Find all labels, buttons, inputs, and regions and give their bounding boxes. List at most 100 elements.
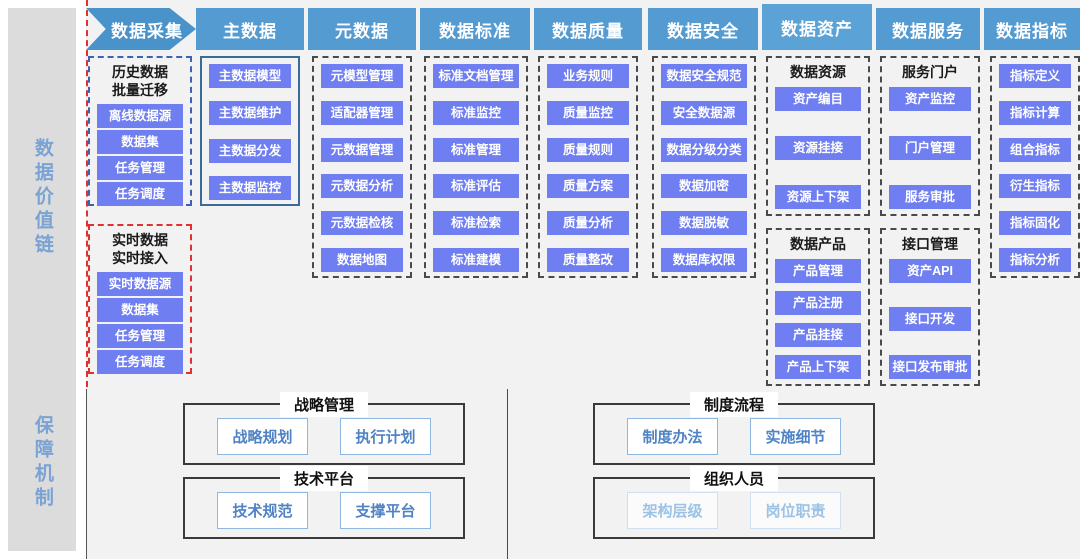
item-button[interactable]: 标准管理 bbox=[433, 137, 519, 162]
outline-button[interactable]: 执行计划 bbox=[340, 418, 431, 455]
item-button[interactable]: 数据加密 bbox=[661, 174, 747, 199]
group-master-data-0: 主数据模型主数据维护主数据分发主数据监控 bbox=[200, 56, 300, 206]
item-button[interactable]: 指标计算 bbox=[999, 100, 1071, 125]
group-title: 数据资源 bbox=[790, 64, 846, 80]
item-button[interactable]: 任务调度 bbox=[97, 182, 183, 206]
item-button[interactable]: 质量分析 bbox=[547, 211, 629, 236]
fieldset-frame: 组织人员架构层级岗位职责 bbox=[593, 466, 875, 539]
guarantee-box-tech-platform: 技术平台技术规范支撑平台 bbox=[183, 466, 465, 539]
item-button[interactable]: 主数据分发 bbox=[209, 138, 291, 163]
item-button[interactable]: 数据库权限 bbox=[661, 247, 747, 272]
group-metadata-0: 元模型管理适配器管理元数据管理元数据分析元数据检核数据地图 bbox=[312, 56, 412, 278]
item-button[interactable]: 主数据模型 bbox=[209, 64, 291, 88]
item-button[interactable]: 产品上下架 bbox=[775, 354, 861, 379]
item-button[interactable]: 资产编目 bbox=[775, 86, 861, 111]
item-button[interactable]: 数据地图 bbox=[321, 247, 403, 272]
red-dashed-rail bbox=[86, 0, 88, 387]
fieldset-frame: 制度流程制度办法实施细节 bbox=[593, 392, 875, 465]
item-button[interactable]: 质量整改 bbox=[547, 247, 629, 272]
item-button[interactable]: 组合指标 bbox=[999, 137, 1071, 162]
outline-button[interactable]: 实施细节 bbox=[750, 418, 841, 455]
item-button[interactable]: 产品注册 bbox=[775, 290, 861, 315]
tab-data-quality[interactable]: 数据质量 bbox=[534, 8, 642, 50]
outline-button[interactable]: 战略规划 bbox=[217, 418, 308, 455]
left-sidebar: 数据价值链 保障机制 bbox=[8, 8, 76, 551]
item-button[interactable]: 主数据监控 bbox=[209, 175, 291, 200]
item-button[interactable]: 数据安全规范 bbox=[661, 64, 747, 88]
item-button[interactable]: 标准监控 bbox=[433, 100, 519, 125]
item-button[interactable]: 资源上下架 bbox=[775, 184, 861, 209]
item-button[interactable]: 产品管理 bbox=[775, 258, 861, 283]
item-button[interactable]: 服务审批 bbox=[889, 184, 971, 209]
sidebar-band-label: 保障机制 bbox=[31, 415, 53, 511]
tab-metadata[interactable]: 元数据 bbox=[308, 8, 416, 50]
item-button[interactable]: 质量监控 bbox=[547, 100, 629, 125]
item-button[interactable]: 衍生指标 bbox=[999, 174, 1071, 199]
item-button[interactable]: 资产API bbox=[889, 258, 971, 283]
outline-button[interactable]: 制度办法 bbox=[627, 418, 718, 455]
group-data-standard-0: 标准文档管理标准监控标准管理标准评估标准检索标准建模 bbox=[424, 56, 528, 278]
tab-data-security[interactable]: 数据安全 bbox=[648, 8, 758, 50]
item-button[interactable]: 接口发布审批 bbox=[889, 354, 971, 379]
item-button[interactable]: 接口开发 bbox=[889, 306, 971, 331]
group-title: 实时数据 实时接入 bbox=[112, 232, 168, 266]
group-data-quality-0: 业务规则质量监控质量规则质量方案质量分析质量整改 bbox=[538, 56, 638, 278]
group-title: 接口管理 bbox=[902, 236, 958, 252]
item-button[interactable]: 数据集 bbox=[97, 130, 183, 154]
item-button[interactable]: 质量规则 bbox=[547, 137, 629, 162]
item-button[interactable]: 适配器管理 bbox=[321, 100, 403, 125]
fieldset-frame: 战略管理战略规划执行计划 bbox=[183, 392, 465, 465]
item-button[interactable]: 标准建模 bbox=[433, 247, 519, 272]
item-button[interactable]: 指标固化 bbox=[999, 211, 1071, 236]
item-button[interactable]: 任务管理 bbox=[97, 156, 183, 180]
fieldset-body: 架构层级岗位职责 bbox=[595, 492, 873, 529]
tab-collect[interactable]: 数据采集 bbox=[86, 8, 196, 50]
tab-data-asset[interactable]: 数据资产 bbox=[762, 4, 872, 50]
item-button[interactable]: 质量方案 bbox=[547, 174, 629, 199]
item-button[interactable]: 数据脱敏 bbox=[661, 211, 747, 236]
item-button[interactable]: 产品挂接 bbox=[775, 322, 861, 347]
group-collect-0: 历史数据 批量迁移离线数据源数据集任务管理任务调度 bbox=[88, 56, 192, 206]
item-button[interactable]: 资产监控 bbox=[889, 86, 971, 111]
outline-button[interactable]: 岗位职责 bbox=[750, 492, 841, 529]
guarantee-box-organization: 组织人员架构层级岗位职责 bbox=[593, 466, 875, 539]
item-button[interactable]: 业务规则 bbox=[547, 64, 629, 88]
item-button[interactable]: 标准文档管理 bbox=[433, 64, 519, 88]
item-button[interactable]: 数据分级分类 bbox=[661, 137, 747, 162]
item-button[interactable]: 元数据检核 bbox=[321, 211, 403, 236]
item-button[interactable]: 指标分析 bbox=[999, 247, 1071, 272]
outline-button[interactable]: 技术规范 bbox=[217, 492, 308, 529]
item-button[interactable]: 元模型管理 bbox=[321, 64, 403, 88]
item-button[interactable]: 标准检索 bbox=[433, 211, 519, 236]
column-data-security: 数据安全规范安全数据源数据分级分类数据加密数据脱敏数据库权限 bbox=[652, 56, 756, 386]
sidebar-band-data-value-chain: 数据价值链 bbox=[8, 108, 76, 288]
group-data-security-0: 数据安全规范安全数据源数据分级分类数据加密数据脱敏数据库权限 bbox=[652, 56, 756, 278]
tab-label: 主数据 bbox=[223, 21, 277, 41]
tab-data-standard[interactable]: 数据标准 bbox=[420, 8, 530, 50]
item-button[interactable]: 安全数据源 bbox=[661, 100, 747, 125]
outline-button[interactable]: 支撑平台 bbox=[340, 492, 431, 529]
group-data-asset-0: 数据资源资产编目资源挂接资源上下架 bbox=[766, 56, 870, 216]
item-button[interactable]: 任务调度 bbox=[97, 350, 183, 374]
guarantee-box-policy-flow: 制度流程制度办法实施细节 bbox=[593, 392, 875, 465]
item-button[interactable]: 元数据管理 bbox=[321, 137, 403, 162]
group-data-service-1: 接口管理资产API 接口开发接口发布审批 bbox=[880, 228, 980, 386]
item-button[interactable]: 指标定义 bbox=[999, 64, 1071, 88]
item-button[interactable]: 数据集 bbox=[97, 298, 183, 322]
guarantee-section: 战略管理战略规划执行计划技术平台技术规范支撑平台 制度流程制度办法实施细节组织人员… bbox=[86, 389, 1080, 559]
item-button[interactable]: 资源挂接 bbox=[775, 135, 861, 160]
capability-columns: 历史数据 批量迁移离线数据源数据集任务管理任务调度实时数据 实时接入实时数据源数… bbox=[86, 56, 1080, 386]
item-button[interactable]: 离线数据源 bbox=[97, 104, 183, 128]
tab-data-indicator[interactable]: 数据指标 bbox=[984, 8, 1080, 50]
tab-master-data[interactable]: 主数据 bbox=[196, 8, 304, 50]
outline-button[interactable]: 架构层级 bbox=[627, 492, 718, 529]
item-button[interactable]: 主数据维护 bbox=[209, 101, 291, 126]
item-button[interactable]: 元数据分析 bbox=[321, 174, 403, 199]
fieldset-frame: 技术平台技术规范支撑平台 bbox=[183, 466, 465, 539]
item-button[interactable]: 门户管理 bbox=[889, 135, 971, 160]
item-button[interactable]: 任务管理 bbox=[97, 324, 183, 348]
tab-data-service[interactable]: 数据服务 bbox=[876, 8, 980, 50]
item-button[interactable]: 标准评估 bbox=[433, 174, 519, 199]
item-button[interactable]: 实时数据源 bbox=[97, 272, 183, 296]
